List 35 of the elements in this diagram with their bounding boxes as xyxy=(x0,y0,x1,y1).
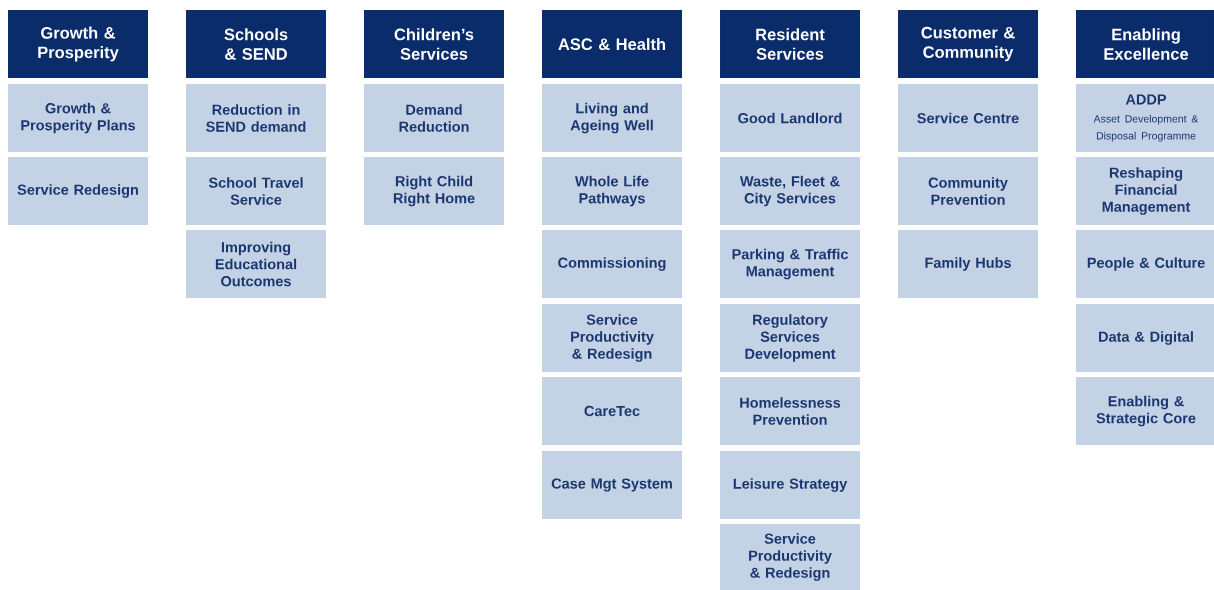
programme-box: CareTec xyxy=(542,377,682,445)
programme-box: Reduction in SEND demand xyxy=(186,84,326,152)
programme-box: Demand Reduction xyxy=(364,84,504,152)
category-header: ASC & Health xyxy=(542,10,682,78)
programme-box: Service Centre xyxy=(898,84,1038,152)
category-header: Enabling Excellence xyxy=(1076,10,1214,78)
programme-box: Living and Ageing Well xyxy=(542,84,682,152)
programme-box: Regulatory Services Development xyxy=(720,304,860,372)
category-header: Schools & SEND xyxy=(186,10,326,78)
programme-box: Commissioning xyxy=(542,230,682,298)
category-header: Customer & Community xyxy=(898,10,1038,78)
programme-box: Service Productivity & Redesign xyxy=(542,304,682,372)
programme-box: Parking & Traffic Management xyxy=(720,230,860,298)
programme-box: Service Redesign xyxy=(8,157,148,225)
programme-box: Growth & Prosperity Plans xyxy=(8,84,148,152)
programme-box: People & Culture xyxy=(1076,230,1214,298)
programme-box: Whole Life Pathways xyxy=(542,157,682,225)
programme-box: Family Hubs xyxy=(898,230,1038,298)
programme-box: Waste, Fleet & City Services xyxy=(720,157,860,225)
category-header: Growth & Prosperity xyxy=(8,10,148,78)
category-header: Children’s Services xyxy=(364,10,504,78)
programme-box: ADDP Asset Development & Disposal Programme xyxy=(1076,84,1214,152)
programme-box: Reshaping Financial Management xyxy=(1076,157,1214,225)
programme-box: Community Prevention xyxy=(898,157,1038,225)
programme-box: Improving Educational Outcomes xyxy=(186,230,326,298)
programme-box: Good Landlord xyxy=(720,84,860,152)
programme-box: Service Productivity & Redesign xyxy=(720,524,860,590)
programme-box: Leisure Strategy xyxy=(720,451,860,519)
programme-box: Data & Digital xyxy=(1076,304,1214,372)
programme-box: Case Mgt System xyxy=(542,451,682,519)
programme-box: Homelessness Prevention xyxy=(720,377,860,445)
category-header: Resident Services xyxy=(720,10,860,78)
programme-box: Enabling & Strategic Core xyxy=(1076,377,1214,445)
programme-box: School Travel Service xyxy=(186,157,326,225)
programme-box: Right Child Right Home xyxy=(364,157,504,225)
